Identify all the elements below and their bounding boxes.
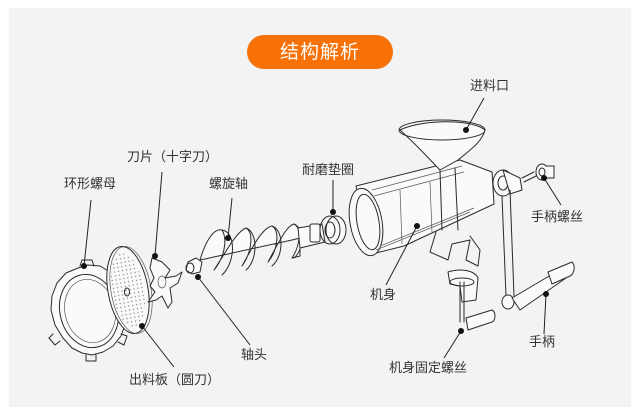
handle-drawing: [492, 163, 575, 311]
cross-blade-drawing: [147, 257, 183, 309]
label-body: 机身: [370, 288, 397, 303]
label-body-clamp-screw: 机身固定螺丝: [389, 361, 468, 376]
clamp-screw-drawing: [449, 277, 496, 331]
label-ring-nut: 环形螺母: [64, 177, 117, 192]
discharge-plate-drawing: [106, 246, 153, 334]
label-wear-washer: 耐磨垫圈: [302, 163, 355, 178]
wear-washer-drawing: [319, 215, 347, 245]
label-handle: 手柄: [529, 335, 556, 350]
label-discharge-plate: 出料板（圆刀）: [129, 373, 221, 388]
leader-lines: [81, 97, 562, 368]
label-shaft-head: 轴头: [241, 348, 268, 363]
label-screw-auger: 螺旋轴: [209, 177, 249, 192]
label-handle-screw: 手柄螺丝: [531, 210, 584, 225]
label-feed-inlet: 进料口: [470, 79, 510, 94]
screw-auger-drawing: [185, 223, 326, 276]
label-cross-blade: 刀片（十字刀）: [127, 150, 219, 165]
body-drawing: [348, 119, 495, 303]
title-badge: 结构解析: [247, 35, 393, 69]
